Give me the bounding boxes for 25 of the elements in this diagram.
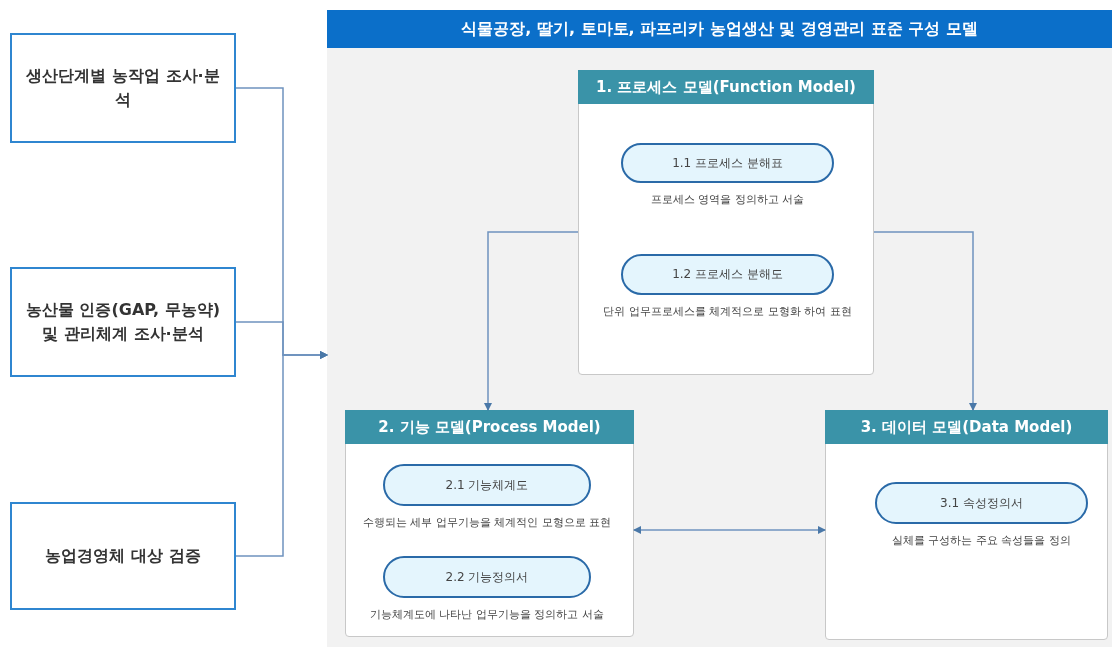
description-text: 프로세스 영역을 정의하고 서술 xyxy=(650,192,805,207)
item-pill: 3.1 속성정의서 xyxy=(875,482,1088,524)
box-header: 3. 데이터 모델(Data Model) xyxy=(825,410,1108,444)
panel-title: 식물공장, 딸기, 토마토, 파프리카 농업생산 및 경영관리 표준 구성 모델 xyxy=(327,10,1112,48)
step-box: 농산물 인증(GAP, 무농약) 및 관리체계 조사·분석 xyxy=(10,267,236,377)
arrow xyxy=(235,351,328,557)
box-header: 1. 프로세스 모델(Function Model) xyxy=(578,70,874,104)
item-pill: 2.1 기능체계도 xyxy=(383,464,591,506)
arrow xyxy=(633,526,826,534)
item-pill: 1.1 프로세스 분해표 xyxy=(621,143,834,183)
item-pill: 2.2 기능정의서 xyxy=(383,556,591,598)
model-panel xyxy=(327,10,1112,647)
model-box xyxy=(578,70,874,375)
step-box: 생산단계별 농작업 조사·분석 xyxy=(10,33,236,143)
model-box xyxy=(825,410,1108,640)
arrow xyxy=(484,231,579,411)
item-pill: 1.2 프로세스 분해도 xyxy=(621,254,834,295)
arrow xyxy=(873,231,977,411)
description-text: 실체를 구성하는 주요 속성들을 정의 xyxy=(892,533,1071,548)
description-text: 단위 업무프로세스를 체계적으로 모형화 하여 표현 xyxy=(603,304,852,319)
step-box: 농업경영체 대상 검증 xyxy=(10,502,236,610)
box-header: 2. 기능 모델(Process Model) xyxy=(345,410,634,444)
description-text: 기능체계도에 나타난 업무기능을 정의하고 서술 xyxy=(370,607,604,622)
model-box xyxy=(345,410,634,637)
description-text: 수행되는 세부 업무기능을 체계적인 모형으로 표현 xyxy=(362,515,612,530)
